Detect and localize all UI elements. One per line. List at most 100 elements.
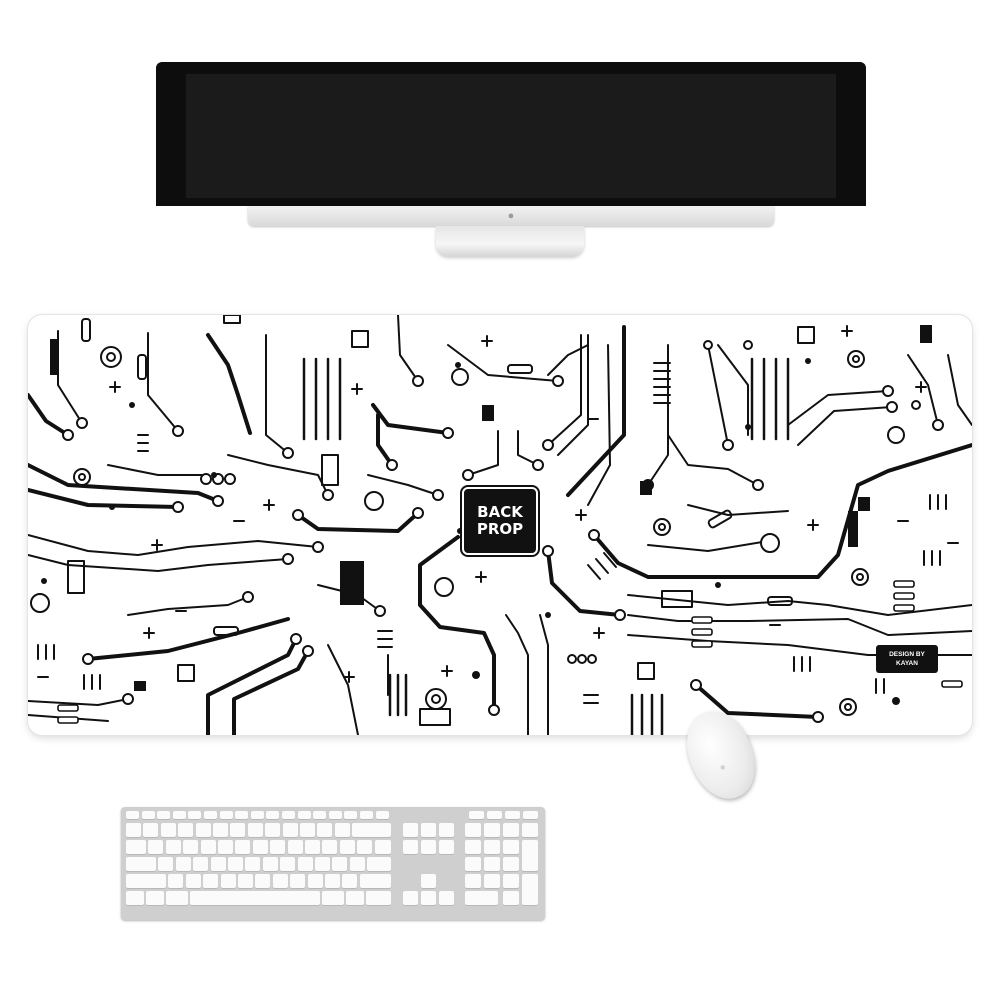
keyboard-key <box>421 823 436 837</box>
keyboard-key <box>282 811 295 819</box>
keyboard-key <box>245 857 261 871</box>
keyboard-key <box>160 823 176 837</box>
keyboard-key <box>332 857 348 871</box>
keyboard-key <box>465 874 481 888</box>
keyboard-key <box>465 840 481 854</box>
keyboard-key <box>346 891 364 905</box>
keyboard-key <box>307 874 323 888</box>
keyboard-key <box>305 840 320 854</box>
keyboard-key <box>484 874 500 888</box>
monitor-screen <box>186 74 836 198</box>
keyboard-key <box>344 811 358 819</box>
keyboard-key <box>403 840 418 854</box>
keyboard-key <box>469 811 484 819</box>
keyboard-key <box>250 811 264 819</box>
keyboard-key <box>157 811 171 819</box>
keyboard-key <box>235 811 249 819</box>
keyboard-key <box>366 891 391 905</box>
keyboard-key <box>421 840 436 854</box>
keyboard-key <box>126 857 156 871</box>
designer-badge: DESIGN BY KAYAN <box>876 645 938 673</box>
circuit-mousepad: BACK PROP DESIGN BY KAYAN <box>28 315 972 735</box>
keyboard-key <box>213 823 228 837</box>
keyboard-key <box>465 823 481 837</box>
keyboard-key <box>522 823 538 837</box>
keyboard-key <box>218 840 233 854</box>
circuit-pattern <box>28 315 972 735</box>
keyboard-key <box>522 840 538 871</box>
keyboard-key <box>255 874 271 888</box>
keyboard-key <box>193 857 209 871</box>
keyboard-key <box>465 891 498 905</box>
keyboard-key <box>403 891 418 905</box>
keyboard-key <box>280 857 296 871</box>
keyboard-key <box>322 840 338 854</box>
keyboard-key <box>166 891 188 905</box>
keyboard-key <box>188 811 202 819</box>
keyboard-key <box>175 857 191 871</box>
keyboard-key <box>523 811 538 819</box>
keyboard-key <box>300 823 315 837</box>
logo-line-2: PROP <box>476 520 524 538</box>
keyboard-key <box>168 874 184 888</box>
keyboard-key <box>439 891 454 905</box>
keyboard-key <box>219 811 233 819</box>
keyboard-key <box>339 840 355 854</box>
keyboard-key <box>325 874 340 888</box>
keyboard-key <box>349 857 365 871</box>
keyboard-key <box>141 811 155 819</box>
keyboard-key <box>210 857 226 871</box>
logo-line-1: BACK <box>477 503 523 521</box>
keyboard-key <box>195 823 211 837</box>
keyboard-key <box>360 811 373 819</box>
monitor-bezel <box>156 62 866 206</box>
keyboard-key <box>484 840 500 854</box>
keyboard-key <box>367 857 391 871</box>
keyboard-key <box>172 811 186 819</box>
keyboard-key <box>287 840 303 854</box>
keyboard-key <box>165 840 181 854</box>
keyboard-key <box>148 840 164 854</box>
keyboard-key <box>270 840 286 854</box>
keyboard-key <box>503 840 519 854</box>
keyboard <box>121 807 545 920</box>
keyboard-key <box>228 857 243 871</box>
keyboard-key <box>178 823 194 837</box>
keyboard-key <box>235 840 251 854</box>
monitor-chin <box>248 206 774 226</box>
keyboard-key <box>290 874 306 888</box>
keyboard-key <box>126 840 146 854</box>
keyboard-key <box>505 811 520 819</box>
keyboard-key <box>503 823 519 837</box>
keyboard-key <box>465 857 481 871</box>
apple-logo-icon: ● <box>507 210 515 222</box>
keyboard-key <box>357 840 373 854</box>
keyboard-key <box>322 891 344 905</box>
keyboard-key <box>421 891 436 905</box>
keyboard-key <box>272 874 288 888</box>
keyboard-key <box>403 823 418 837</box>
keyboard-key <box>297 857 313 871</box>
keyboard-key <box>297 811 311 819</box>
keyboard-key <box>143 823 159 837</box>
keyboard-key <box>503 891 519 905</box>
keyboard-key <box>282 823 298 837</box>
keyboard-key <box>352 823 391 837</box>
keyboard-key <box>439 840 454 854</box>
keyboard-key <box>185 874 201 888</box>
keyboard-key <box>328 811 342 819</box>
keyboard-key <box>126 891 144 905</box>
keyboard-key <box>230 823 246 837</box>
monitor-stand <box>436 226 584 256</box>
keyboard-key <box>315 857 330 871</box>
keyboard-key <box>220 874 236 888</box>
keyboard-key <box>262 857 278 871</box>
keyboard-key <box>439 823 454 837</box>
keyboard-key <box>313 811 327 819</box>
imac-monitor: ● <box>156 62 866 258</box>
keyboard-key <box>503 874 519 888</box>
keyboard-key <box>359 874 391 888</box>
keyboard-key <box>183 840 199 854</box>
keyboard-key <box>200 840 216 854</box>
badge-line-2: KAYAN <box>896 660 918 667</box>
